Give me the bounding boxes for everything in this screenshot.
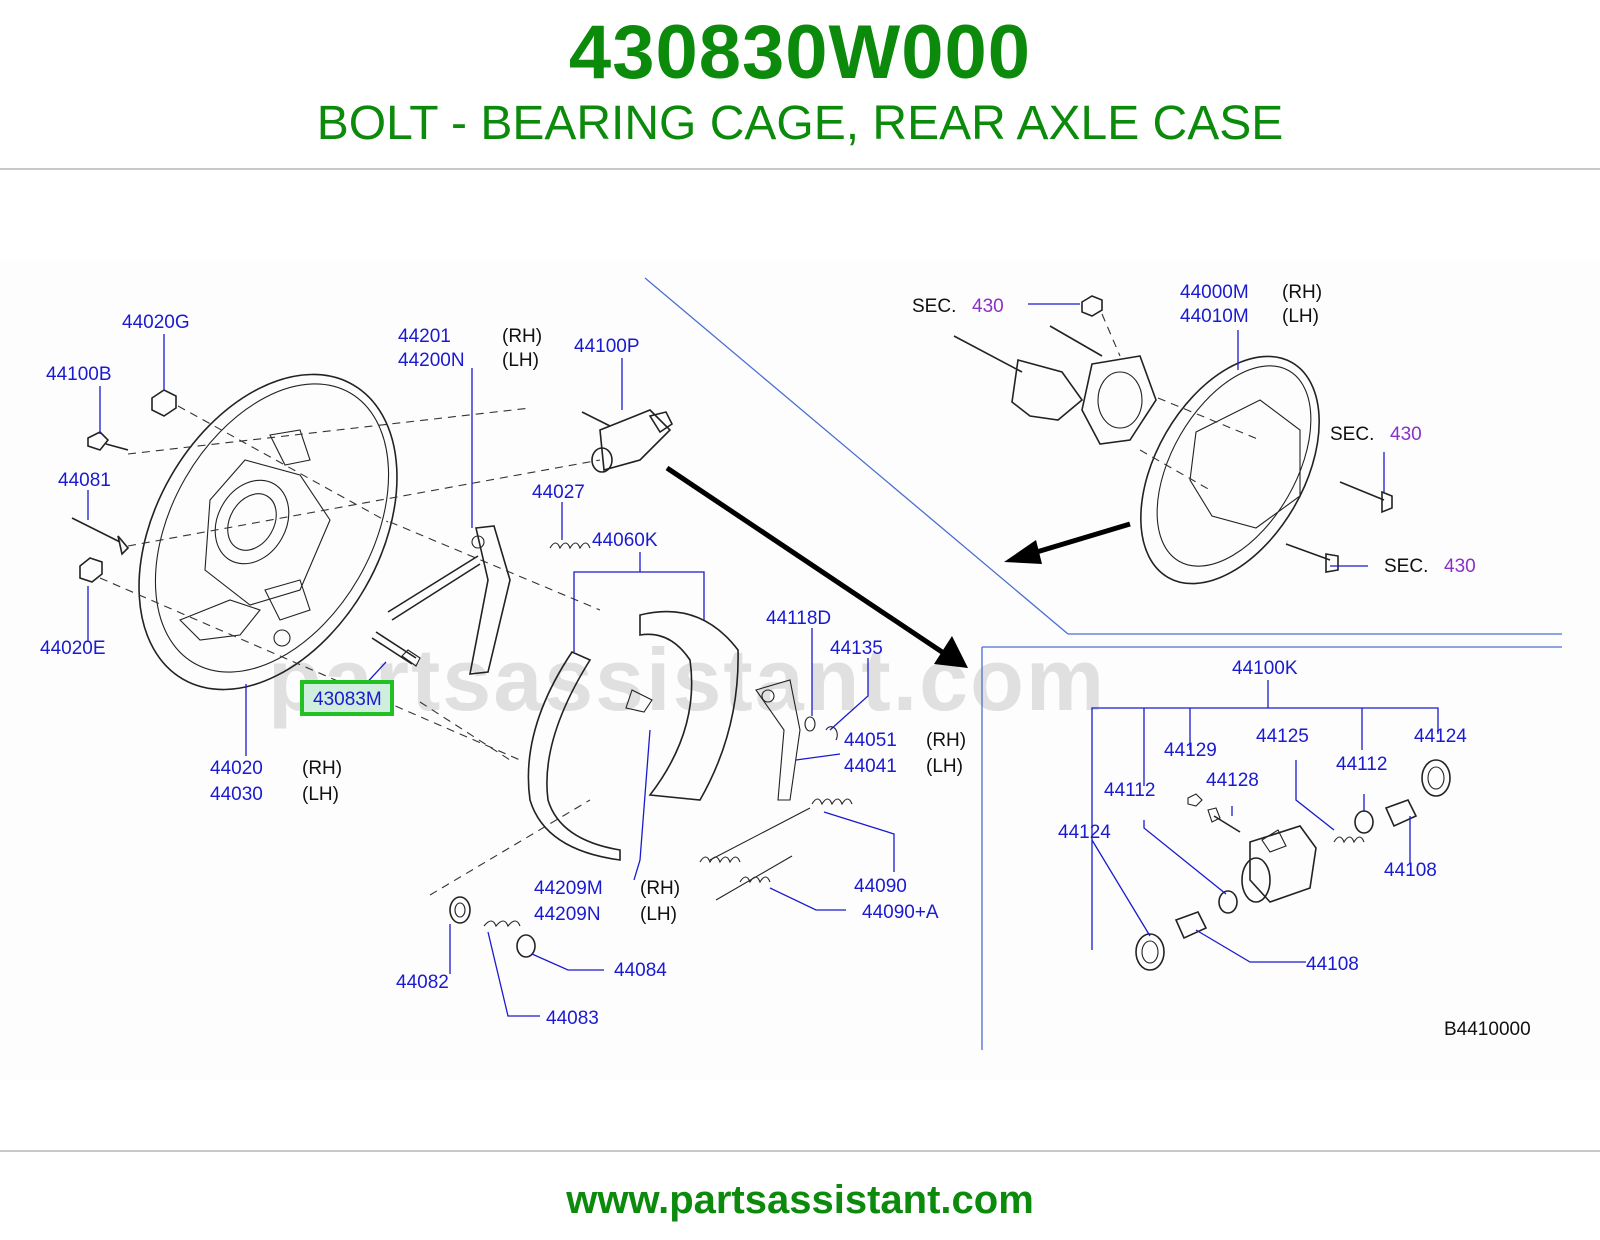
fastener-drawings-left xyxy=(71,389,421,667)
label-44100K[interactable]: 44100K xyxy=(1232,658,1298,679)
part-description: BOLT - BEARING CAGE, REAR AXLE CASE xyxy=(316,97,1284,150)
adjuster-lever-drawing xyxy=(387,525,511,675)
label-sec-right-number[interactable]: 430 xyxy=(1390,424,1422,445)
brake-shoe-drawing xyxy=(527,610,801,861)
label-44030-side: (LH) xyxy=(302,784,339,805)
label-44209N-side: (LH) xyxy=(640,904,677,925)
leader-lines xyxy=(87,303,1439,1017)
label-44030[interactable]: 44030 xyxy=(210,784,263,805)
label-44100B[interactable]: 44100B xyxy=(46,364,112,385)
hold-down-parts-drawing xyxy=(449,896,536,958)
parts-diagram: partsassistant.com xyxy=(0,260,1600,1080)
label-43083M[interactable]: 43083M xyxy=(313,689,382,710)
label-44081[interactable]: 44081 xyxy=(58,470,111,491)
label-44209N[interactable]: 44209N xyxy=(534,904,601,925)
label-sec-bottom-number[interactable]: 430 xyxy=(1444,556,1476,577)
label-44010M-side: (LH) xyxy=(1282,306,1319,327)
label-44051-side: (RH) xyxy=(926,730,966,751)
highlighted-part-box xyxy=(300,680,394,716)
label-44201[interactable]: 44201 xyxy=(398,326,451,347)
label-44129[interactable]: 44129 xyxy=(1164,740,1217,761)
return-springs-drawing xyxy=(699,798,853,901)
label-44209M-side: (RH) xyxy=(640,878,680,899)
label-44124-right[interactable]: 44124 xyxy=(1414,726,1467,747)
label-44209M[interactable]: 44209M xyxy=(534,878,603,899)
label-44082[interactable]: 44082 xyxy=(396,972,449,993)
label-44090[interactable]: 44090 xyxy=(854,876,907,897)
wheel-cylinder-drawing xyxy=(581,409,674,473)
label-sec-top: SEC. xyxy=(912,296,956,317)
label-44020G[interactable]: 44020G xyxy=(122,312,190,333)
rear-brake-assembly-drawing xyxy=(953,295,1393,585)
label-44051[interactable]: 44051 xyxy=(844,730,897,751)
part-number-title: 430830W000 xyxy=(568,10,1032,95)
label-44020[interactable]: 44020 xyxy=(210,758,263,779)
label-44118D[interactable]: 44118D xyxy=(766,608,831,629)
section-frame-lines xyxy=(644,277,1562,1050)
label-44108-bottom[interactable]: 44108 xyxy=(1306,954,1359,975)
label-sec-bottom: SEC. xyxy=(1384,556,1428,577)
backing-plate-drawing xyxy=(138,373,398,691)
wheel-cylinder-breakdown-drawing xyxy=(1135,759,1451,971)
label-44084[interactable]: 44084 xyxy=(614,960,667,981)
header-divider xyxy=(0,168,1600,170)
part-labels: 44020G 44100B 44081 44020E 43083M 44020 … xyxy=(40,282,1531,1040)
label-44124-left[interactable]: 44124 xyxy=(1058,822,1111,843)
label-44041[interactable]: 44041 xyxy=(844,756,897,777)
label-44201-side: (RH) xyxy=(502,326,542,347)
page-header: 430830W000 BOLT - BEARING CAGE, REAR AXL… xyxy=(0,0,1600,168)
label-sec-top-number[interactable]: 430 xyxy=(972,296,1004,317)
label-44010M[interactable]: 44010M xyxy=(1180,306,1249,327)
label-44200N-side: (LH) xyxy=(502,350,539,371)
diagram-code: B4410000 xyxy=(1444,1019,1531,1040)
label-44112-left[interactable]: 44112 xyxy=(1104,780,1155,801)
alignment-lines xyxy=(99,405,601,896)
label-44060K[interactable]: 44060K xyxy=(592,530,658,551)
label-44000M[interactable]: 44000M xyxy=(1180,282,1249,303)
watermark: partsassistant.com xyxy=(268,630,1106,729)
label-44020E[interactable]: 44020E xyxy=(40,638,106,659)
label-44000M-side: (RH) xyxy=(1282,282,1322,303)
label-44128[interactable]: 44128 xyxy=(1206,770,1259,791)
label-44041-side: (LH) xyxy=(926,756,963,777)
label-44200N[interactable]: 44200N xyxy=(398,350,465,371)
label-44027[interactable]: 44027 xyxy=(532,482,585,503)
footer-url[interactable]: www.partsassistant.com xyxy=(566,1178,1034,1222)
label-44090A[interactable]: 44090+A xyxy=(862,902,939,923)
label-sec-right: SEC. xyxy=(1330,424,1374,445)
label-44125[interactable]: 44125 xyxy=(1256,726,1309,747)
label-44100P[interactable]: 44100P xyxy=(574,336,640,357)
footer-divider xyxy=(0,1150,1600,1152)
label-44112-right[interactable]: 44112 xyxy=(1336,754,1387,775)
label-44108-right[interactable]: 44108 xyxy=(1384,860,1437,881)
reference-arrows xyxy=(665,465,1131,668)
spring-44027-drawing xyxy=(549,542,591,550)
label-44020-side: (RH) xyxy=(302,758,342,779)
label-44135[interactable]: 44135 xyxy=(830,638,883,659)
label-44083[interactable]: 44083 xyxy=(546,1008,599,1029)
clip-drawings xyxy=(804,716,838,741)
